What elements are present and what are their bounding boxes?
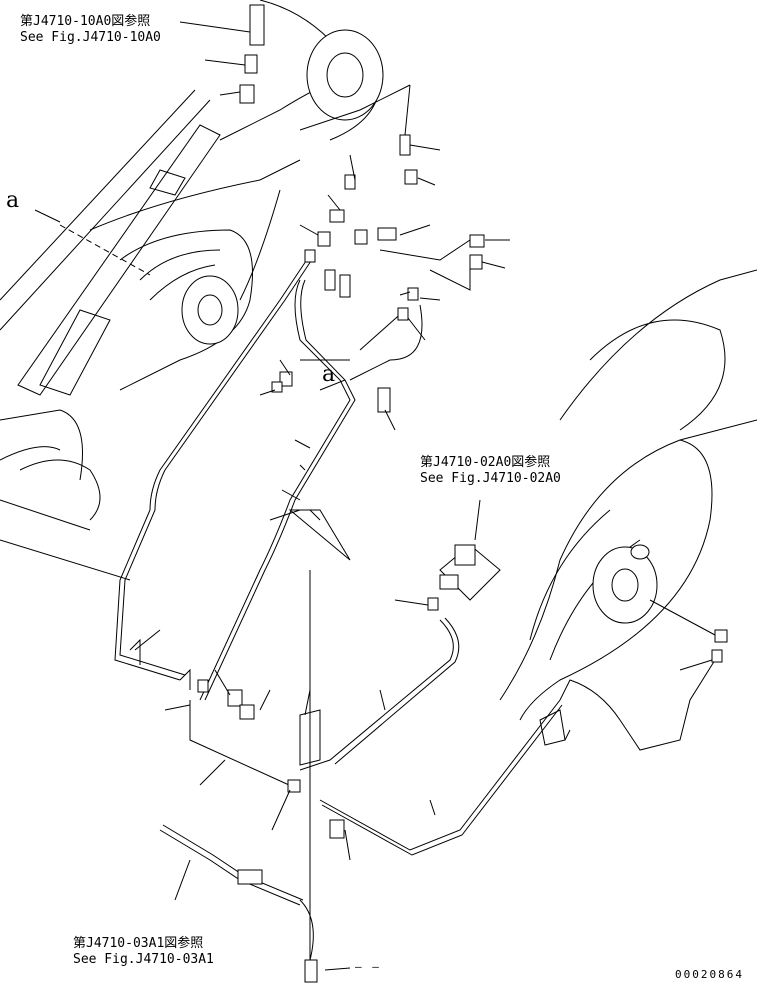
leader-lines <box>34 21 716 971</box>
bracket-plate <box>17 124 221 396</box>
reference-en: See Fig.J4710-02A0 <box>420 471 561 486</box>
view-mark-a-center: a <box>322 362 336 387</box>
reference-en: See Fig.J4710-03A1 <box>73 952 214 967</box>
right-boom-structure <box>499 269 757 721</box>
reference-jp: 第J4710-02A0図参照 <box>420 455 551 470</box>
dash-mark: — — <box>355 960 381 973</box>
reference-jp: 第J4710-03A1図参照 <box>73 936 204 951</box>
hydraulic-pipes <box>114 254 716 961</box>
reference-note-bottom: 第J4710-03A1図参照 See Fig.J4710-03A1 <box>73 936 214 968</box>
reference-jp: 第J4710-10A0図参照 <box>20 14 151 29</box>
valve-assembly <box>439 544 501 601</box>
view-mark-a-left: a <box>6 188 20 213</box>
boom-structure <box>0 0 384 581</box>
reference-en: See Fig.J4710-10A0 <box>20 30 161 45</box>
reference-note-middle: 第J4710-02A0図参照 See Fig.J4710-02A0 <box>420 455 561 487</box>
fittings <box>197 4 728 983</box>
reference-note-top: 第J4710-10A0図参照 See Fig.J4710-10A0 <box>20 14 161 46</box>
clamps <box>129 509 566 766</box>
document-number: 00020864 <box>675 968 744 981</box>
lower-hose <box>159 824 304 906</box>
